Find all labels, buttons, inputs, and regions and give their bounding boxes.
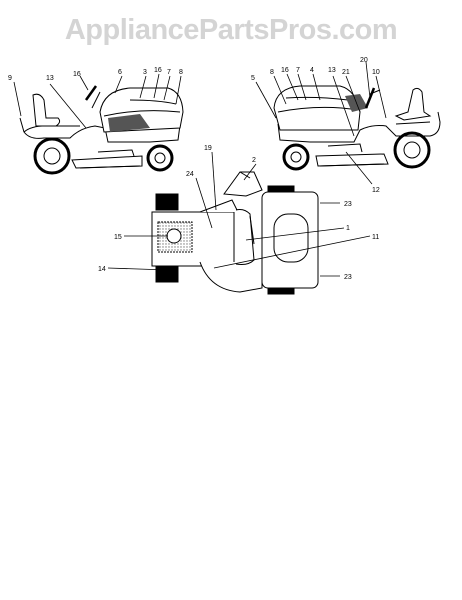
top-view-discharge-chute xyxy=(223,171,263,197)
callout-15: 15 xyxy=(114,234,122,241)
top-view-mower xyxy=(107,151,371,295)
top-view-deck xyxy=(199,261,263,293)
left-mower-seat xyxy=(32,93,61,127)
callout-9: 9 xyxy=(8,75,12,82)
callout-8: 8 xyxy=(179,69,183,76)
right-mower-body xyxy=(277,111,441,143)
callout-13r: 13 xyxy=(328,67,336,74)
callout-16b: 16 xyxy=(154,67,162,74)
callout-11: 11 xyxy=(372,234,379,241)
right-mower-seat xyxy=(394,87,432,121)
callout-23: 23 xyxy=(344,201,352,208)
right-mower-rear-wheel xyxy=(393,131,431,169)
callout-6: 6 xyxy=(118,69,122,76)
callout-23b: 23 xyxy=(344,274,352,281)
callout-16r: 16 xyxy=(281,67,289,74)
callout-20: 20 xyxy=(360,57,368,64)
callout-2: 2 xyxy=(252,157,256,164)
top-view-wheel-rear-bottom xyxy=(155,265,179,283)
left-mower-rear-wheel xyxy=(33,137,71,175)
top-view-grille xyxy=(273,213,309,263)
callout-1: 1 xyxy=(346,225,350,232)
callout-7: 7 xyxy=(167,69,171,76)
right-mower-front-wheel xyxy=(282,143,310,171)
callout-21: 21 xyxy=(342,69,350,76)
left-mower-callouts: 9 13 16 6 3 16 7 8 xyxy=(8,67,183,82)
callout-5: 5 xyxy=(251,75,255,82)
callout-16: 16 xyxy=(73,71,81,78)
callout-8r: 8 xyxy=(270,69,274,76)
callout-3: 3 xyxy=(143,69,147,76)
top-view-steering xyxy=(166,228,182,244)
left-mower-front-wheel xyxy=(146,144,174,172)
right-mower xyxy=(255,61,441,185)
left-mower xyxy=(13,73,184,175)
callout-12: 12 xyxy=(372,187,380,194)
watermark-text: AppliancePartsPros.com xyxy=(64,14,398,46)
callout-4: 4 xyxy=(310,67,314,74)
top-view-wheel-rear-top xyxy=(155,193,179,211)
left-mower-body xyxy=(19,117,181,143)
callout-14: 14 xyxy=(98,266,106,273)
callout-13: 13 xyxy=(46,75,54,82)
left-mower-steering-wheel xyxy=(84,85,98,101)
top-view-callouts: 19 2 24 23 15 1 11 14 23 xyxy=(98,145,379,281)
callout-7r: 7 xyxy=(296,67,300,74)
callout-24: 24 xyxy=(186,171,194,178)
callout-19: 19 xyxy=(204,145,212,152)
right-mower-callouts: 5 8 16 7 4 13 21 20 10 12 xyxy=(251,57,380,194)
left-mower-deck xyxy=(71,155,143,169)
callout-10: 10 xyxy=(372,69,380,76)
